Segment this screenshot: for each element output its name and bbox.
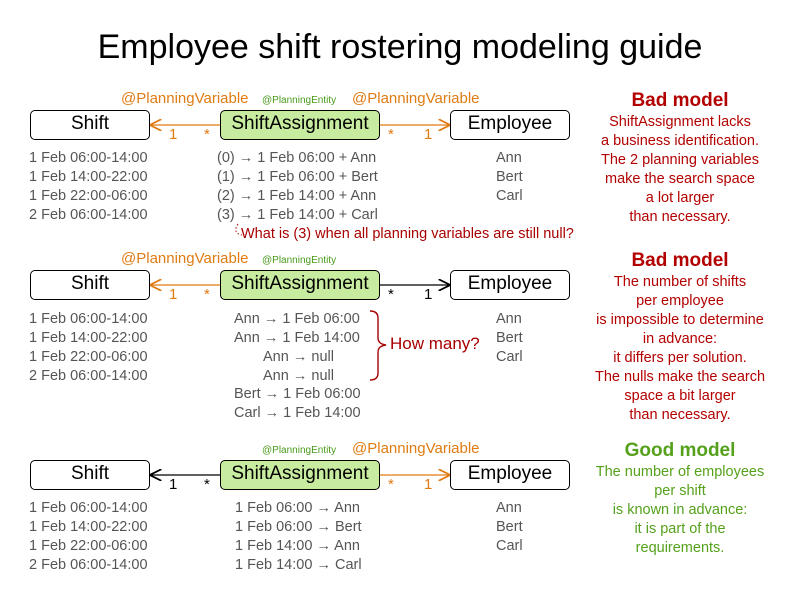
s1-planning-entity: @PlanningEntity [262, 95, 337, 106]
s3-planning-entity: @PlanningEntity [262, 445, 337, 456]
s3-employee-item: Bert [496, 519, 523, 535]
s1-mult-emp-many: * [388, 126, 394, 143]
s2-assignment-box: ShiftAssignment [220, 270, 380, 300]
s2-mult-shift-one: 1 [169, 286, 178, 303]
s2-assignment-item: Ann → null [263, 349, 334, 365]
s1-verdict-line: ShiftAssignment lacks [609, 114, 751, 130]
s3-verdict-heading: Good model [624, 440, 736, 461]
s3-employee-item: Carl [496, 538, 523, 554]
s2-verdict: Bad model The number of shifts per emplo… [570, 249, 790, 425]
s1-assignment-item: (0) → 1 Feb 06:00 + Ann [217, 150, 377, 166]
s2-shift-box: Shift [30, 270, 150, 300]
s1-verdict-line: The 2 planning variables [601, 152, 759, 168]
s3-mult-shift-one: 1 [169, 476, 178, 493]
s2-planning-variable: @PlanningVariable [121, 250, 249, 267]
s3-verdict-line: it is part of the [634, 521, 726, 537]
s2-shift-item: 1 Feb 06:00-14:00 [29, 311, 148, 327]
s1-mult-shift-one: 1 [169, 126, 178, 143]
s2-verdict-line: is impossible to determine [596, 312, 764, 328]
s1-mult-emp-one: 1 [424, 126, 433, 143]
s1-assignment-box: ShiftAssignment [220, 110, 380, 140]
s1-assignment-item: (2) → 1 Feb 14:00 + Ann [217, 188, 377, 204]
s2-verdict-line: than necessary. [629, 407, 731, 423]
s1-shift-item: 1 Feb 14:00-22:00 [29, 169, 148, 185]
s1-employee-item: Bert [496, 169, 523, 185]
s3-shift-box: Shift [30, 460, 150, 490]
s1-employee-box: Employee [450, 110, 570, 140]
s1-verdict: Bad model ShiftAssignment lacks a busine… [570, 89, 790, 227]
s1-mult-shift-many: * [204, 126, 210, 143]
s2-mult-emp-many: * [388, 286, 394, 303]
s3-assignment-item: 1 Feb 14:00 → Ann [235, 538, 360, 554]
s3-shift-item: 1 Feb 14:00-22:00 [29, 519, 148, 535]
s3-shift-item: 2 Feb 06:00-14:00 [29, 557, 148, 573]
page-title: Employee shift rostering modeling guide [97, 28, 703, 66]
s2-how-many-label: How many? [390, 334, 480, 353]
s1-planning-variable-left: @PlanningVariable [121, 90, 249, 107]
s2-verdict-heading: Bad model [631, 250, 729, 271]
s1-verdict-line: a lot larger [645, 190, 715, 206]
s2-employee-item: Ann [496, 311, 522, 327]
s2-verdict-line: in advance: [642, 331, 718, 347]
s2-verdict-line: per employee [636, 293, 724, 309]
s1-shift-item: 1 Feb 06:00-14:00 [29, 150, 148, 166]
s2-assignment-item: Ann → 1 Feb 06:00 [234, 311, 360, 327]
s2-verdict-line: The nulls make the search [594, 369, 766, 385]
s2-assignment-item: Ann → null [263, 368, 334, 384]
s3-verdict-line: per shift [654, 483, 706, 499]
s3-assignment-item: 1 Feb 06:00 → Ann [235, 500, 360, 516]
s2-employee-box: Employee [450, 270, 570, 300]
s3-assignment-item: 1 Feb 06:00 → Bert [235, 519, 362, 535]
s3-shift-item: 1 Feb 06:00-14:00 [29, 500, 148, 516]
s1-shift-item: 2 Feb 06:00-14:00 [29, 207, 148, 223]
s2-verdict-line: The number of shifts [613, 274, 747, 290]
s2-employee-item: Carl [496, 349, 523, 365]
s2-mult-shift-many: * [204, 286, 210, 303]
s1-employee-item: Ann [496, 150, 522, 166]
s3-verdict-line: The number of employees [595, 464, 765, 480]
s2-shift-item: 1 Feb 22:00-06:00 [29, 349, 148, 365]
s1-assignment-item: (1) → 1 Feb 06:00 + Bert [217, 169, 378, 185]
s3-verdict: Good model The number of employees per s… [570, 439, 790, 558]
s2-mult-emp-one: 1 [424, 286, 433, 303]
s3-verdict-line: is known in advance: [612, 502, 748, 518]
s3-employee-item: Ann [496, 500, 522, 516]
s1-employee-item: Carl [496, 188, 523, 204]
s3-mult-emp-one: 1 [424, 476, 433, 493]
s2-planning-entity: @PlanningEntity [262, 255, 337, 266]
s2-verdict-line: it differs per solution. [613, 350, 747, 366]
s1-question: What is (3) when all planning variables … [241, 226, 574, 242]
s3-mult-emp-many: * [388, 476, 394, 493]
s3-employee-box: Employee [450, 460, 570, 490]
s1-verdict-line: a business identification. [601, 133, 759, 149]
s2-assignment-item: Bert → 1 Feb 06:00 [234, 386, 361, 402]
s3-shift-item: 1 Feb 22:00-06:00 [29, 538, 148, 554]
s2-assignment-item: Carl → 1 Feb 14:00 [234, 405, 361, 421]
s1-planning-variable-right: @PlanningVariable [352, 90, 480, 107]
s1-shift-item: 1 Feb 22:00-06:00 [29, 188, 148, 204]
s3-assignment-box: ShiftAssignment [220, 460, 380, 490]
s1-shift-box: Shift [30, 110, 150, 140]
s2-assignment-item: Ann → 1 Feb 14:00 [234, 330, 360, 346]
s2-shift-item: 1 Feb 14:00-22:00 [29, 330, 148, 346]
s2-shift-item: 2 Feb 06:00-14:00 [29, 368, 148, 384]
s2-employee-item: Bert [496, 330, 523, 346]
s2-verdict-line: space a bit larger [624, 388, 736, 404]
s1-verdict-heading: Bad model [631, 90, 729, 111]
s1-question-pointer [235, 223, 243, 236]
s1-verdict-line: than necessary. [629, 209, 731, 225]
s3-planning-variable: @PlanningVariable [352, 440, 480, 457]
s2-brace [369, 310, 387, 381]
s3-verdict-line: requirements. [635, 540, 725, 556]
s3-mult-shift-many: * [204, 476, 210, 493]
s1-verdict-line: make the search space [605, 171, 755, 187]
s1-assignment-item: (3) → 1 Feb 14:00 + Carl [217, 207, 378, 223]
s3-assignment-item: 1 Feb 14:00 → Carl [235, 557, 362, 573]
